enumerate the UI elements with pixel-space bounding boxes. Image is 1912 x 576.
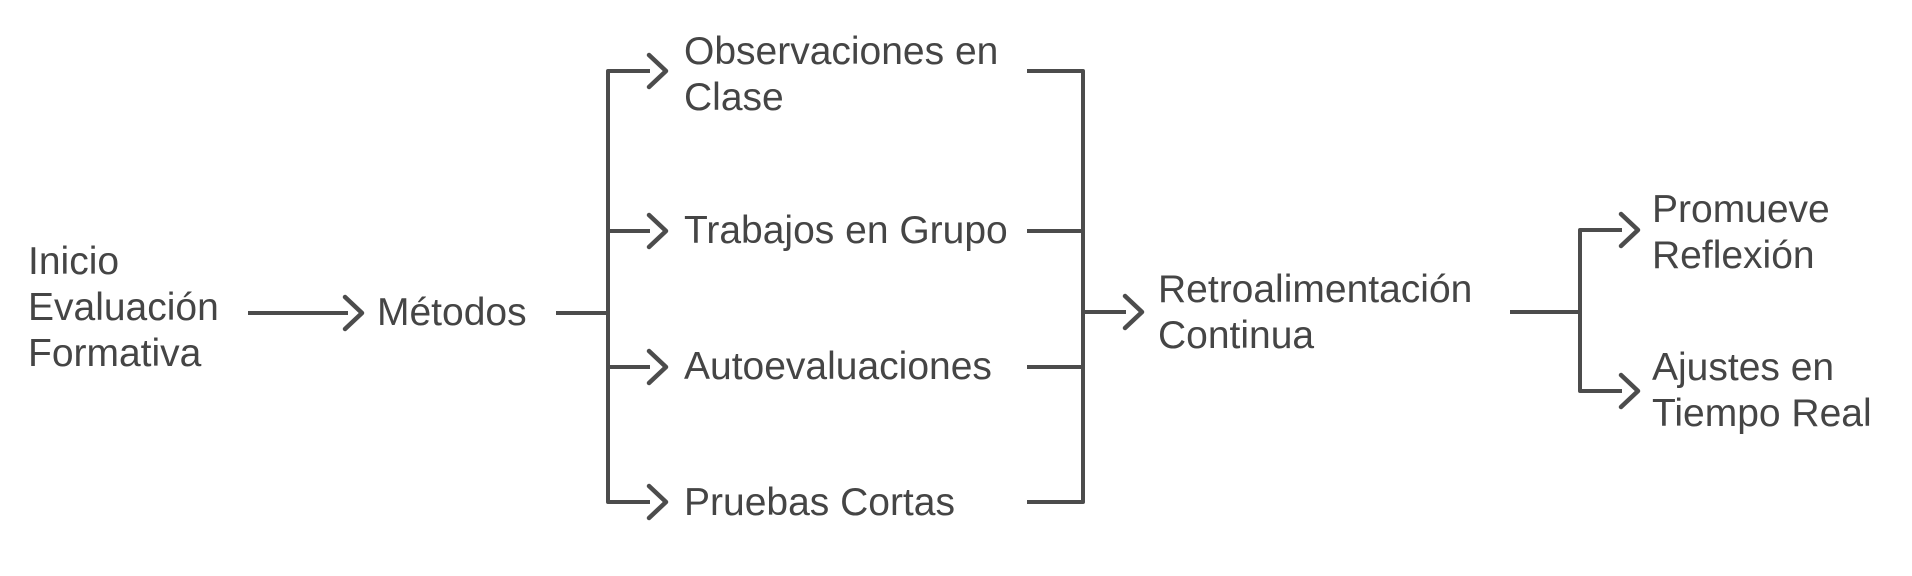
arrowhead-right-icon bbox=[646, 52, 669, 90]
node-label-line: Observaciones en bbox=[684, 30, 999, 73]
arrowhead-right-icon bbox=[1618, 211, 1641, 249]
edge-methods-to-retroalimentacion bbox=[1027, 69, 1145, 504]
node-promueve-reflexion: Promueve Reflexión bbox=[1652, 187, 1830, 279]
branch-junction-line bbox=[606, 69, 650, 504]
node-label-line: Ajustes en bbox=[1652, 346, 1835, 389]
node-label-line: Tiempo Real bbox=[1652, 392, 1872, 435]
edge-inicio-to-metodos bbox=[248, 294, 365, 332]
node-inicio-evaluacion-formativa: Inicio Evaluación Formativa bbox=[28, 239, 219, 377]
node-label-line: Trabajos en Grupo bbox=[684, 209, 1008, 252]
node-retroalimentacion-continua: Retroalimentación Continua bbox=[1158, 267, 1472, 359]
arrowhead-right-icon bbox=[646, 348, 669, 386]
arrowhead-right-icon bbox=[1618, 372, 1641, 410]
arrowhead-right-icon bbox=[1122, 293, 1145, 331]
node-label-line: Métodos bbox=[377, 291, 527, 334]
node-trabajos-en-grupo: Trabajos en Grupo bbox=[684, 208, 1008, 254]
node-observaciones-en-clase: Observaciones en Clase bbox=[684, 29, 998, 121]
node-label-line: Inicio bbox=[28, 240, 120, 283]
node-pruebas-cortas: Pruebas Cortas bbox=[684, 480, 955, 526]
node-metodos: Métodos bbox=[377, 290, 527, 336]
node-label-line: Clase bbox=[684, 76, 784, 119]
node-label-line: Promueve bbox=[1652, 188, 1830, 231]
node-autoevaluaciones: Autoevaluaciones bbox=[684, 344, 992, 390]
node-label-line: Pruebas Cortas bbox=[684, 481, 955, 524]
converge-junction-line bbox=[1027, 69, 1085, 504]
node-label-line: Continua bbox=[1158, 314, 1315, 357]
outcome-junction-line bbox=[1578, 228, 1622, 393]
node-label-line: Autoevaluaciones bbox=[684, 345, 992, 388]
arrowhead-right-icon bbox=[646, 212, 669, 250]
node-label-line: Evaluación bbox=[28, 286, 219, 329]
arrowhead-right-icon bbox=[646, 483, 669, 521]
edge-retroalimentacion-to-outcomes bbox=[1510, 211, 1641, 410]
node-label-line: Formativa bbox=[28, 332, 202, 375]
node-label-line: Reflexión bbox=[1652, 234, 1815, 277]
node-label-line: Retroalimentación bbox=[1158, 268, 1473, 311]
node-ajustes-en-tiempo-real: Ajustes en Tiempo Real bbox=[1652, 345, 1872, 437]
arrowhead-right-icon bbox=[342, 294, 365, 332]
edge-metodos-to-branch-junction bbox=[556, 52, 669, 521]
